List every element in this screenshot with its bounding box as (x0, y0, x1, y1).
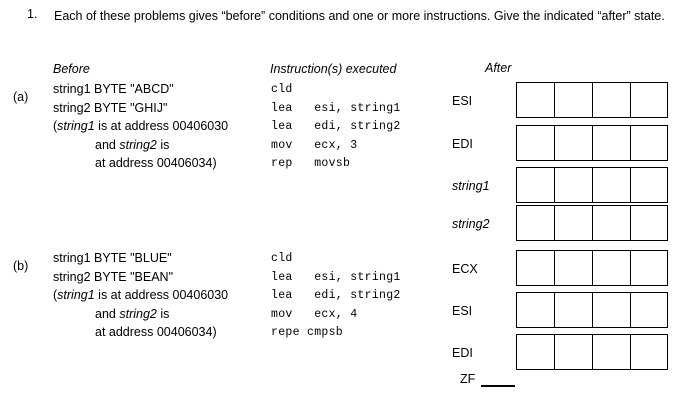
before-a-line2: string2 BYTE "GHIJ" (53, 100, 168, 115)
after-label-esi: ESI (452, 94, 473, 108)
part-letter-b: (b) (13, 259, 29, 273)
after-cell[interactable] (554, 82, 592, 118)
note-and-word: and (95, 306, 120, 321)
after-row-b-ecx: ECX (0, 250, 698, 288)
after-cell[interactable] (554, 334, 592, 370)
after-cell[interactable] (516, 125, 554, 161)
after-boxes-a-esi (516, 82, 668, 120)
after-boxes-a-string1 (516, 167, 668, 205)
before-b-note-line2: and string2 is (53, 305, 268, 324)
before-a-line1: string1 BYTE "ABCD" (53, 82, 174, 96)
note-line1-rest: is at address 00406030 (94, 119, 229, 133)
after-boxes-b-esi (516, 292, 668, 330)
instruction-block-b: cld lea esi, string1 lea edi, string2 mo… (271, 252, 401, 339)
after-cell[interactable] (516, 167, 554, 203)
after-cell[interactable] (554, 205, 592, 241)
after-label-edi: EDI (452, 137, 473, 151)
after-cell[interactable] (630, 125, 668, 161)
after-boxes-a-string2 (516, 205, 668, 243)
after-cell[interactable] (516, 82, 554, 118)
after-cell[interactable] (592, 167, 630, 203)
before-block-b: string1 BYTE "BLUE" string2 BYTE "BEAN" … (53, 249, 268, 342)
after-row-b-edi: EDI (0, 334, 698, 372)
after-row-b-esi: ESI (0, 292, 698, 330)
note-open-paren: ( (53, 119, 58, 133)
column-header-instructions: Instruction(s) executed (270, 62, 397, 76)
after-cell[interactable] (516, 250, 554, 286)
note-open-paren: ( (53, 288, 58, 302)
after-label-esi: ESI (452, 304, 473, 318)
before-b-note-line3: at address 00406034) (95, 325, 217, 339)
note-string2-ref: string2 (119, 137, 157, 152)
after-row-a-edi: EDI (0, 125, 698, 163)
after-cell[interactable] (630, 292, 668, 328)
note-line1-rest: is at address 00406030 (94, 288, 229, 302)
after-cell[interactable] (630, 205, 668, 241)
after-row-a-esi: ESI (0, 82, 698, 120)
part-letter-a: (a) (13, 90, 29, 104)
zero-flag-row: ZF (0, 372, 698, 394)
after-cell[interactable] (592, 125, 630, 161)
after-cell[interactable] (516, 292, 554, 328)
after-cell[interactable] (630, 250, 668, 286)
after-cell[interactable] (554, 292, 592, 328)
question-number: 1. (27, 7, 38, 21)
after-cell[interactable] (554, 250, 592, 286)
after-row-a-string2: string2 (0, 205, 698, 243)
after-cell[interactable] (592, 250, 630, 286)
note-string1-ref: string1 (57, 119, 95, 133)
note-string2-ref: string2 (119, 306, 157, 321)
after-row-a-string1: string1 (0, 167, 698, 205)
question-prompt: Each of these problems gives “before” co… (54, 9, 665, 23)
note-line2-rest: is (156, 137, 170, 152)
after-label-string2: string2 (452, 217, 490, 231)
after-label-string1: string1 (452, 179, 490, 193)
after-boxes-a-edi (516, 125, 668, 163)
before-a-note-line2: and string2 is (53, 136, 268, 155)
before-block-a: string1 BYTE "ABCD" string2 BYTE "GHIJ" … (53, 80, 268, 173)
after-cell[interactable] (516, 334, 554, 370)
after-cell[interactable] (592, 292, 630, 328)
before-a-note-line3: at address 00406034) (95, 156, 217, 170)
column-header-after: After (485, 61, 512, 75)
before-b-line1: string1 BYTE "BLUE" (53, 251, 172, 265)
before-a-note-line1: (string1 is at address 00406030 (53, 117, 268, 136)
note-line2-rest: is (156, 306, 170, 321)
after-cell[interactable] (630, 334, 668, 370)
after-label-edi: EDI (452, 346, 473, 360)
after-cell[interactable] (554, 167, 592, 203)
note-string1-ref: string1 (57, 288, 95, 302)
after-cell[interactable] (630, 82, 668, 118)
after-cell[interactable] (516, 205, 554, 241)
note-and-word: and (95, 137, 120, 152)
after-cell[interactable] (592, 334, 630, 370)
zf-answer-blank[interactable] (481, 385, 515, 387)
after-boxes-b-edi (516, 334, 668, 372)
after-cell[interactable] (554, 125, 592, 161)
after-label-ecx: ECX (452, 262, 478, 276)
instruction-block-a: cld lea esi, string1 lea edi, string2 mo… (271, 83, 401, 170)
before-b-note-line1: (string1 is at address 00406030 (53, 286, 268, 305)
zf-label: ZF (460, 372, 476, 386)
after-cell[interactable] (592, 82, 630, 118)
after-cell[interactable] (630, 167, 668, 203)
before-b-line2: string2 BYTE "BEAN" (53, 269, 174, 284)
column-header-before: Before (53, 62, 90, 76)
after-cell[interactable] (592, 205, 630, 241)
after-boxes-b-ecx (516, 250, 668, 288)
